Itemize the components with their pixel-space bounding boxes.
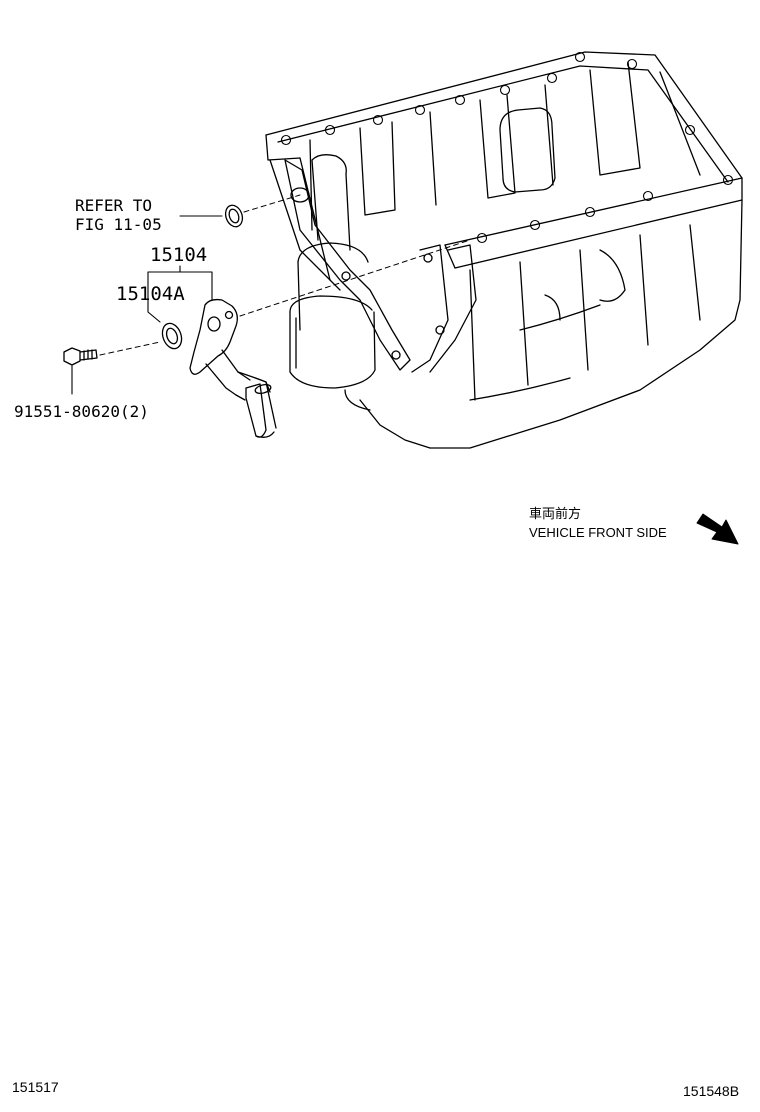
part-number-15104: 15104 xyxy=(150,244,208,266)
vehicle-front-label-jp: 車両前方 xyxy=(529,506,582,521)
dashed-assembly-lines xyxy=(99,194,471,356)
block-bolt-holes xyxy=(280,51,734,244)
bolt-91551-80620 xyxy=(63,347,98,366)
oil-pan-flange xyxy=(284,159,477,373)
part-number-bolt: 91551-80620(2) xyxy=(14,402,149,421)
refer-label-line1: REFER TO xyxy=(75,196,153,215)
oil-gauge-guide-15104 xyxy=(189,298,277,438)
part-number-15104a: 15104A xyxy=(116,283,185,305)
o-ring-15104a xyxy=(161,322,183,350)
o-ring-gasket-refer xyxy=(224,204,244,228)
refer-label-line2: FIG 11-05 xyxy=(75,215,162,234)
leader-lines xyxy=(71,215,223,395)
oil-filter-housing xyxy=(289,154,376,411)
vehicle-front-arrow-icon xyxy=(696,513,739,545)
cylinder-block xyxy=(265,51,743,449)
footer-right-code: 151548B xyxy=(683,1083,740,1099)
vehicle-front-label-en: VEHICLE FRONT SIDE xyxy=(529,525,667,540)
footer-left-code: 151517 xyxy=(12,1079,59,1095)
